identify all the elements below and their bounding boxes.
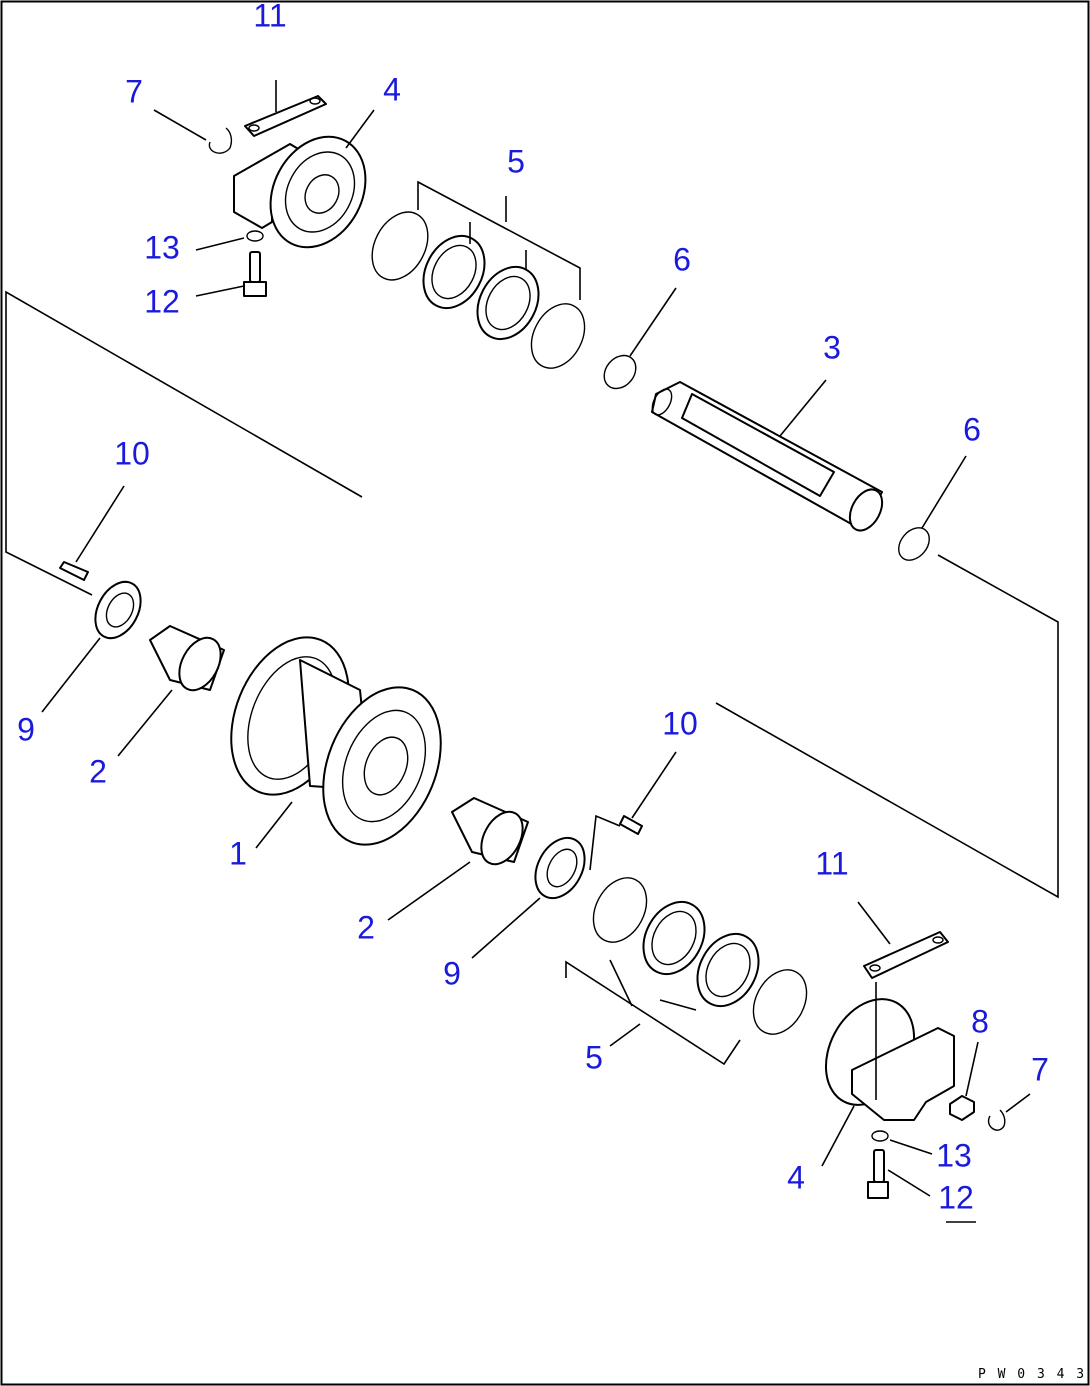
- callout-9-left: 9: [17, 711, 35, 747]
- callout-13-lower: 13: [936, 1137, 972, 1173]
- callout-7-lower: 7: [1031, 1051, 1049, 1087]
- part-13-lower-washer: [871, 1130, 933, 1155]
- part-9-lower-ring: [471, 836, 586, 959]
- callout-1: 1: [229, 835, 247, 871]
- part-12-upper-bolt: [195, 251, 267, 297]
- callout-4-lower: 4: [787, 1159, 805, 1195]
- callout-8: 8: [971, 1003, 989, 1039]
- part-11-upper-lock-plate: [244, 80, 327, 137]
- callout-9-lower: 9: [443, 955, 461, 991]
- callout-4-upper: 4: [383, 71, 401, 107]
- part-6-upper-o-ring: [603, 287, 677, 390]
- callout-5-lower: 5: [585, 1039, 603, 1075]
- callout-2-left: 2: [89, 753, 107, 789]
- part-10-lower-pin: [589, 751, 677, 871]
- part-4-lower-collar: [821, 982, 955, 1167]
- callout-2-lower: 2: [357, 909, 375, 945]
- callout-3: 3: [823, 329, 841, 365]
- callout-6-upper: 6: [673, 241, 691, 277]
- part-11-lower-lock-plate: [857, 901, 949, 979]
- part-2-left-bushing: [117, 625, 225, 757]
- part-5-upper-seal-set: [371, 180, 586, 369]
- callout-10-lower: 10: [662, 705, 698, 741]
- callout-6-right: 6: [963, 411, 981, 447]
- callout-13-upper: 13: [144, 229, 180, 265]
- part-5-lower-seal-set: [565, 877, 808, 1066]
- part-8-plug: [949, 1041, 979, 1121]
- part-1-roller: [230, 636, 442, 849]
- part-4-upper-collar: [233, 109, 375, 249]
- callout-7-upper: 7: [125, 73, 143, 109]
- callout-11-lower: 11: [815, 845, 848, 881]
- part-12-lower-bolt: [867, 1149, 931, 1199]
- assembly-outline: [5, 290, 1059, 899]
- part-13-upper-washer: [195, 230, 264, 251]
- callout-12-upper: 12: [144, 283, 180, 319]
- drawing-code: P W 0 3 4 3 4: [978, 1367, 1090, 1382]
- callout-12-lower: 12: [938, 1179, 974, 1215]
- callout-10-left: 10: [114, 435, 150, 471]
- part-6-right-o-ring: [898, 455, 967, 561]
- part-3-shaft: [651, 379, 884, 532]
- callout-5-upper: 5: [507, 143, 525, 179]
- part-7-lower-clip: [987, 1093, 1031, 1131]
- callout-11-upper: 11: [253, 0, 286, 33]
- part-2-lower-bushing: [387, 797, 529, 921]
- part-9-left-ring: [41, 580, 142, 713]
- part-7-upper-clip: [153, 109, 233, 154]
- part-10-left-pin: [59, 485, 125, 581]
